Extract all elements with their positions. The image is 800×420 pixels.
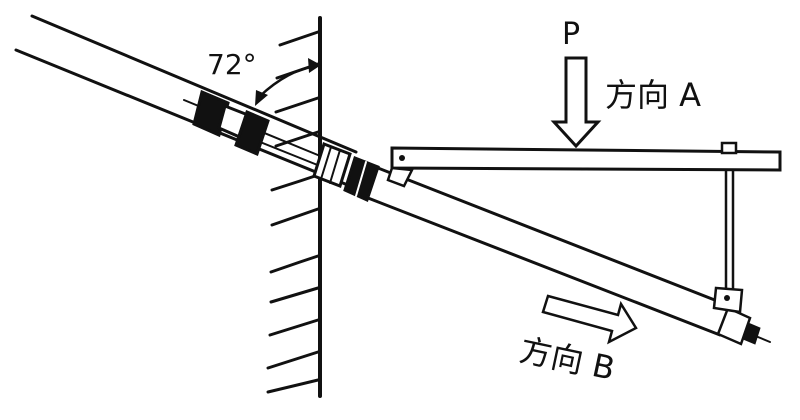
arm-end-plug (742, 322, 761, 345)
wall-hatching (266, 30, 320, 394)
direction-a-label: 方向 A (605, 76, 701, 114)
beam-end-nut (720, 141, 738, 155)
arm-edge-bottom (366, 196, 722, 337)
arm-end-pin (757, 336, 771, 343)
right-arrow-icon (541, 294, 638, 345)
angle-indicator: 72° (207, 48, 321, 106)
pole-edge-bottom (14, 48, 362, 192)
wall (266, 16, 322, 398)
collar-stripe (355, 161, 367, 197)
beam-body (390, 146, 782, 172)
direction-b-label: 方向 B (516, 331, 618, 388)
hanger-rod (712, 170, 744, 314)
arm-end-fitting (716, 306, 752, 346)
arc-arrowhead-right (308, 58, 321, 73)
beam-pivot-pin (399, 155, 405, 161)
angle-label: 72° (207, 48, 257, 81)
support-pole (14, 14, 380, 203)
sleeve-detail-2 (329, 149, 341, 184)
clamp-block-2 (234, 109, 270, 157)
angle-arc-icon (259, 64, 317, 97)
beam-hinge (386, 166, 414, 188)
horizontal-beam (386, 141, 782, 188)
pole-edge-top (30, 14, 358, 154)
arm-edge-top (376, 166, 732, 308)
direction-b-indicator: 方向 B (516, 294, 638, 388)
down-arrow-icon (550, 56, 602, 149)
force-arrow-p: P (550, 17, 602, 149)
rod-bracket-bolt (724, 295, 730, 301)
arc-arrowhead-left (255, 90, 268, 106)
diagonal-arm (366, 166, 771, 346)
force-label: P (562, 17, 580, 52)
sleeve-detail-1 (320, 146, 332, 180)
